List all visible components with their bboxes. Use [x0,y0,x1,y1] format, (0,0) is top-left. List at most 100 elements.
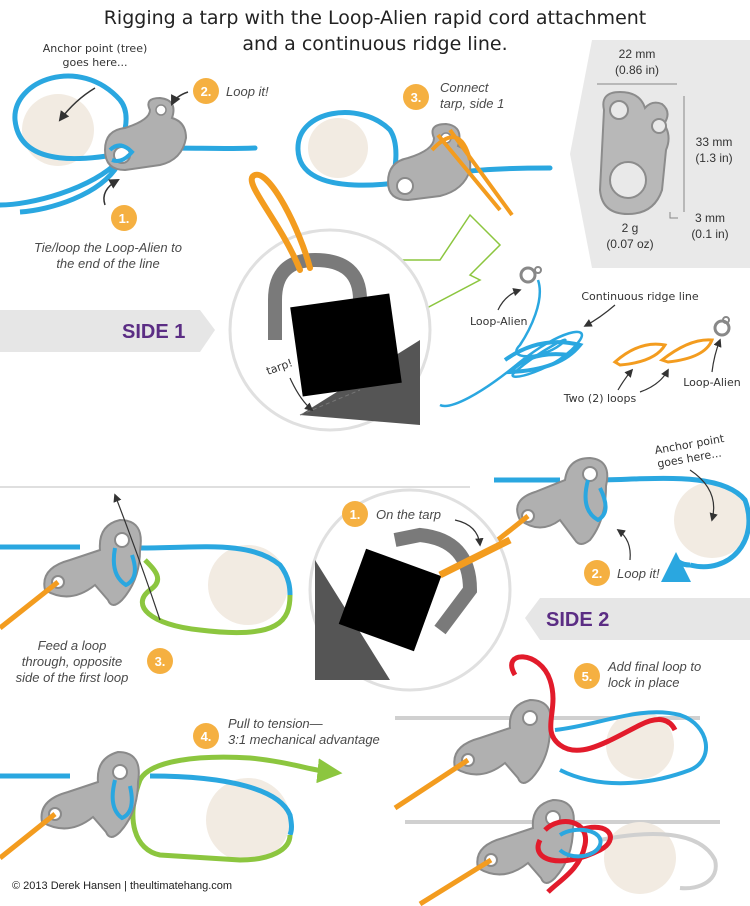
spec-width-in: (0.86 in) [615,63,659,77]
blue-hitch-side2-b [111,547,137,588]
step5-text-side2-line1: Add final loop to [607,659,701,674]
step3-number-side2: 3. [155,654,166,669]
side2-label: SIDE 2 [546,609,609,631]
d-ring-side1 [268,252,367,340]
loop-alien-right-arrow [711,338,722,373]
loop-alien-small-left-icon [519,266,542,284]
orange-line-side2-magnify [438,536,512,579]
step1-text-side1-line2: the end of the line [56,256,159,271]
step1-text-side1-line1: Tie/loop the Loop-Alien to [34,240,182,255]
step5-number-side2: 5. [582,669,593,684]
anchor-note-arrow-side1 [58,87,96,122]
blue-hitch-side1-a [108,143,135,163]
orange-line-side2-d [393,757,470,811]
anchor-note-arrow-side2 [689,469,718,522]
step4-text-side2-line2: 3:1 mechanical advantage [228,732,380,747]
anchor-note-side1-line1: Anchor point (tree) [43,42,148,55]
step2-arrow-side1 [171,91,189,106]
step4-number-side2: 4. [201,729,212,744]
feed-direction-arrow [113,493,161,621]
blue-hitch-side2-a [583,479,608,523]
two-loops-arrow-a [617,368,634,391]
spec-height-in: (1.3 in) [695,151,732,165]
step1-badge-side1 [111,205,137,231]
orange-line-side2-e [418,857,493,906]
red-loop-side2-d [509,654,678,753]
step3-text-side1-line2: tarp, side 1 [440,96,504,111]
blue-line-side2-a [494,475,750,570]
green-line-side2-b [139,558,293,636]
step2-arrow-side2 [616,529,631,561]
anchor-note-side1-line2: goes here... [63,56,128,69]
step3-text-side2-line1: Feed a loop [38,638,107,653]
blue-cord-coil [503,340,584,375]
step2-text-side1: Loop it! [226,84,269,99]
step2-number-side1: 2. [201,84,212,99]
green-line-side2-c [130,754,343,863]
side1-label: SIDE 1 [122,321,185,343]
orange-line-side2-c [0,812,57,860]
blue-line-tail-side1-a [0,158,122,215]
orange-loop-kit-2 [658,338,715,364]
credit-footer: © 2013 Derek Hansen | theultimatehang.co… [12,880,233,892]
tree-anchor-side2-d [606,711,674,779]
step3-badge-side2 [147,648,173,674]
step3-badge-side1 [403,84,429,110]
spec-height: 33 mm [696,135,733,149]
step2-badge-side1 [193,78,219,104]
loop-alien-side2-b-icon [43,518,142,606]
tarp-note-arrow [289,377,314,412]
title-line-2: and a continuous ridge line. [242,33,507,55]
blue-hitch-side2-c [110,779,134,821]
orange-line-side2-b [0,580,60,630]
tree-anchor-side2-b [208,545,288,625]
two-loops-arrow-b [639,368,669,393]
step2-number-side2: 2. [592,566,603,581]
tree-anchor-side1-b [308,118,368,178]
step4-text-side2-line1: Pull to tension— [228,716,324,731]
loop-alien-side2-e-icon [476,798,575,884]
orange-loop-side1 [248,171,313,273]
tree-anchor-side1-a [22,94,94,166]
spec-weight-oz: (0.07 oz) [606,237,653,251]
orange-loop-kit-1 [612,342,668,367]
blue-line-side2-b [0,544,293,596]
loop-alien-detail-icon [598,90,670,216]
spec-width: 22 mm [619,47,656,61]
d-ring-side2 [393,527,478,635]
spec-weight: 2 g [622,221,639,235]
loop-alien-side2-d-icon [453,698,552,784]
two-loops-note: Two (2) loops [563,392,637,405]
step2-badge-side2 [584,560,610,586]
webbing-side1 [290,293,402,397]
step3-text-side1-line1: Connect [440,80,490,95]
spec-thickness-in: (0.1 in) [691,227,728,241]
side1-banner [0,310,215,352]
step4-badge-side2 [193,723,219,749]
spec-thickness: 3 mm [695,211,725,225]
step1-number-side2: 1. [350,507,361,522]
loop-alien-side2-a-icon [516,456,609,545]
tree-anchor-side2-c [206,778,290,862]
loop-alien-left-note: Loop-Alien [470,315,528,328]
step3-text-side2-line3: side of the first loop [16,670,129,685]
step1-arrow-side1 [103,178,120,206]
step3-text-side2-line2: through, opposite [22,654,122,669]
loop-alien-side1-b-icon [386,122,472,202]
step1-arrow-side2 [454,519,484,547]
red-loop-side2-e [535,819,613,894]
loop-alien-side2-c-icon [40,750,140,838]
side2-banner [525,598,750,640]
loop-alien-left-arrow [497,288,522,311]
tree-anchor-side2-e [604,822,676,894]
loop-alien-small-right-icon [713,316,731,337]
step5-text-side2-line2: lock in place [608,675,680,690]
blue-line-side2-a-end [661,552,692,583]
grey-line-side2-e [599,832,718,891]
blue-loop-side2-e [558,827,603,859]
step1-text-side2: On the tarp [376,507,441,522]
thickness-bracket [669,212,678,219]
ridge-line-note: Continuous ridge line [581,290,699,303]
step5-badge-side2 [574,663,600,689]
